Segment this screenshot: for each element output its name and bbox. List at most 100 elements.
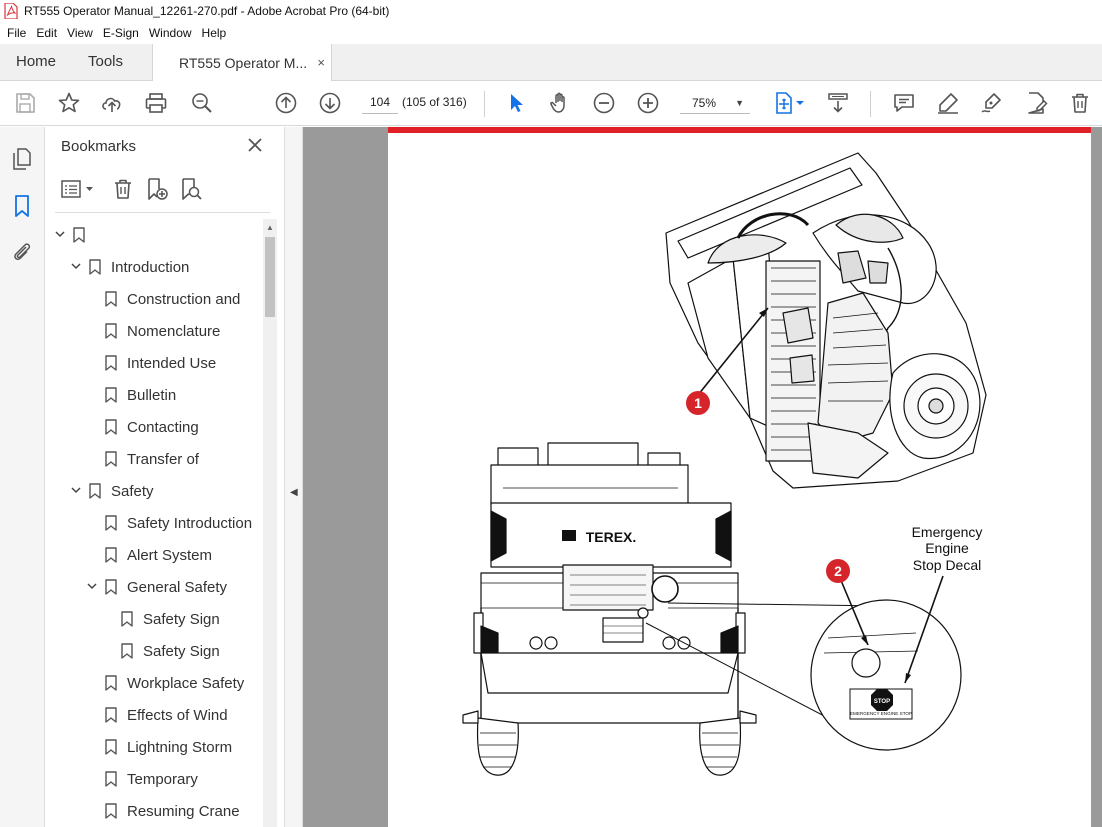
bookmark-icon — [105, 579, 117, 595]
tab-close-icon[interactable]: × — [317, 55, 325, 70]
bookmark-item[interactable]: Transfer of — [105, 443, 199, 475]
comment-icon[interactable] — [892, 91, 916, 115]
scroll-up-icon[interactable]: ▲ — [266, 223, 274, 232]
bookmark-item[interactable]: Temporary — [105, 763, 198, 795]
decal-caption-text: EMERGENCY ENGINE STOP — [850, 711, 912, 716]
bookmark-item[interactable]: Resuming Crane — [105, 795, 240, 827]
bookmark-item[interactable]: Effects of Wind — [105, 699, 228, 731]
bookmarks-panel-icon[interactable] — [10, 194, 34, 218]
new-bookmark-icon[interactable] — [145, 177, 169, 201]
zoom-level-value: 75% — [692, 96, 717, 110]
bookmark-label: Nomenclature — [127, 322, 221, 340]
bookmark-label: Safety Sign — [143, 610, 220, 628]
bookmark-item[interactable]: Introduction — [69, 251, 189, 283]
bookmark-label: Construction and — [127, 290, 241, 308]
bookmark-item[interactable]: Bulletin — [105, 379, 176, 411]
sign-pen-icon[interactable] — [980, 91, 1004, 115]
highlight-pen-icon[interactable] — [936, 91, 960, 115]
print-icon[interactable] — [144, 91, 168, 115]
bookmark-star-icon[interactable] — [57, 91, 81, 115]
bookmark-label: Effects of Wind — [127, 706, 228, 724]
bookmark-options-icon[interactable] — [61, 177, 95, 201]
callout-1-number: 1 — [694, 395, 702, 411]
collapse-arrow-icon[interactable]: ◀ — [290, 487, 298, 498]
upload-cloud-icon[interactable] — [100, 91, 124, 115]
toolbar-separator — [870, 91, 871, 117]
fit-page-dropdown-icon[interactable] — [794, 91, 806, 115]
bookmark-icon — [105, 291, 117, 307]
tab-document[interactable]: RT555 Operator M... × — [152, 44, 332, 81]
callout-2-number: 2 — [834, 563, 842, 579]
attachments-paperclip-icon[interactable] — [10, 240, 34, 264]
bookmark-label: Resuming Crane — [127, 802, 240, 820]
bookmark-label: Safety Sign — [143, 642, 220, 660]
tab-tools[interactable]: Tools — [88, 53, 124, 70]
find-bookmark-icon[interactable] — [179, 177, 203, 201]
chevron-down-icon[interactable] — [69, 260, 83, 275]
bookmark-icon — [105, 355, 117, 371]
bookmarks-scrollbar[interactable]: ▲ — [263, 219, 277, 827]
bookmark-item[interactable]: Construction and — [105, 283, 240, 315]
bookmark-item[interactable]: Safety Sign — [121, 603, 220, 635]
callout-2: 2 — [826, 559, 869, 646]
delete-bookmark-icon[interactable] — [111, 177, 135, 201]
select-cursor-icon[interactable] — [505, 91, 529, 115]
scrollbar-thumb[interactable] — [265, 237, 275, 317]
bookmark-item[interactable]: Nomenclature — [105, 315, 220, 347]
menu-view[interactable]: View — [67, 26, 93, 40]
tab-bar: Home Tools RT555 Operator M... × — [0, 44, 1102, 81]
zoom-level-select[interactable]: 75% ▼ — [680, 92, 750, 114]
zoom-in-icon[interactable] — [636, 91, 660, 115]
page-thumbnails-icon[interactable] — [10, 147, 34, 171]
bookmark-label: Workplace Safety — [127, 674, 245, 692]
edit-pdf-icon[interactable] — [1024, 91, 1048, 115]
chevron-down-icon[interactable] — [69, 484, 83, 499]
document-viewport[interactable]: 1 TEREX. — [303, 127, 1102, 827]
bookmarks-title: Bookmarks — [61, 138, 137, 155]
zoom-out-icon[interactable] — [592, 91, 616, 115]
chevron-down-icon[interactable] — [53, 228, 67, 243]
hand-tool-icon[interactable] — [548, 91, 572, 115]
menu-help[interactable]: Help — [201, 26, 227, 40]
decal-label-line-1: Emergency — [912, 524, 983, 540]
menu-esign[interactable]: E-Sign — [102, 26, 139, 40]
bookmark-item[interactable] — [53, 219, 95, 251]
zoom-search-icon[interactable] — [190, 91, 214, 115]
save-icon[interactable] — [13, 91, 37, 115]
bookmark-item[interactable]: General Safety — [85, 571, 227, 603]
bookmark-label: Introduction — [111, 258, 190, 276]
panel-collapse-handle[interactable]: ◀ — [285, 127, 303, 827]
bookmark-icon — [121, 611, 133, 627]
bookmark-item[interactable]: Safety Introduction — [105, 507, 252, 539]
next-page-icon[interactable] — [318, 91, 342, 115]
bookmark-item[interactable]: Lightning Storm — [105, 731, 232, 763]
bookmark-item[interactable]: Safety Sign — [121, 635, 220, 667]
scroll-mode-icon[interactable] — [826, 91, 850, 115]
bookmark-item[interactable]: Safety — [69, 475, 154, 507]
delete-trash-icon[interactable] — [1068, 91, 1092, 115]
bookmark-item[interactable]: Intended Use — [105, 347, 216, 379]
menu-file[interactable]: File — [7, 26, 27, 40]
tab-home[interactable]: Home — [16, 53, 57, 70]
bookmark-item[interactable]: Contacting — [105, 411, 199, 443]
previous-page-icon[interactable] — [274, 91, 298, 115]
bookmark-label: General Safety — [127, 578, 228, 596]
page-number-input[interactable] — [362, 90, 398, 114]
bookmark-item[interactable]: Alert System — [105, 539, 212, 571]
close-panel-icon[interactable] — [245, 135, 265, 155]
bookmark-label: Bulletin — [127, 386, 177, 404]
bookmark-icon — [105, 323, 117, 339]
bookmark-icon — [105, 803, 117, 819]
page-header-rule — [388, 127, 1091, 133]
title-bar: RT555 Operator Manual_12261-270.pdf - Ad… — [0, 0, 1102, 22]
navigation-rail — [0, 127, 45, 827]
bookmark-item[interactable]: Workplace Safety — [105, 667, 244, 699]
chevron-down-icon[interactable] — [85, 580, 99, 595]
menu-edit[interactable]: Edit — [36, 26, 58, 40]
bookmark-icon — [105, 675, 117, 691]
fit-page-icon[interactable] — [772, 91, 796, 115]
menu-window[interactable]: Window — [148, 26, 192, 40]
bookmark-icon — [105, 707, 117, 723]
bookmark-icon — [105, 451, 117, 467]
